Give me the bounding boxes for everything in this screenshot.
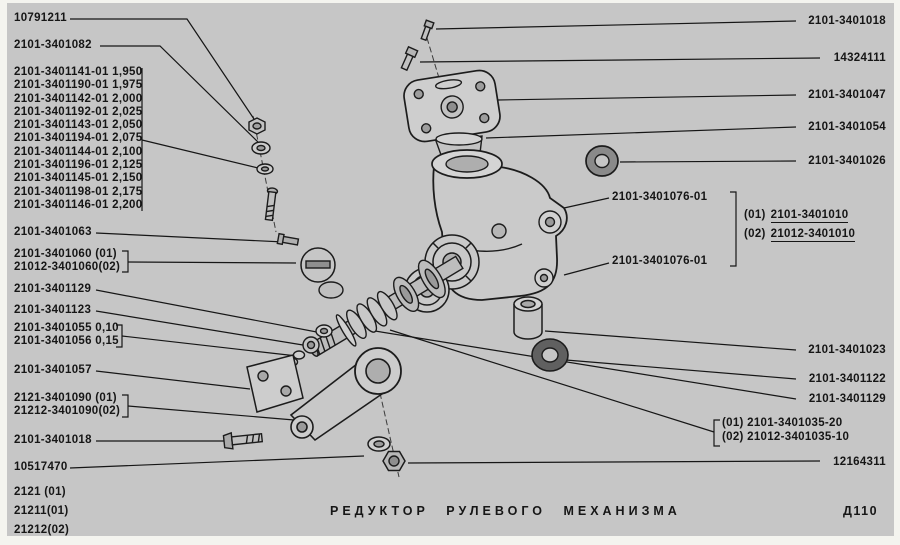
part-label: 2101-3401054 [808, 121, 886, 133]
part-label: 2101-3401122 [808, 373, 886, 385]
shim-size-table: 2101-3401141-01 1,950 2101-3401190-01 1,… [14, 66, 142, 212]
model-note: 21212(02) [14, 524, 70, 536]
needle-bearing [302, 336, 320, 354]
part-label: 10791211 [14, 12, 67, 24]
adjusting-screw [264, 187, 279, 222]
worm-adjuster [300, 247, 344, 299]
model-note: 2121 (01) [14, 486, 66, 498]
part-label: 2101-3401047 [808, 89, 886, 101]
shim-row: 2101-3401190-01 1,975 [14, 79, 143, 92]
lock-washer [251, 141, 271, 155]
part-label: 21012-3401060(02) [14, 261, 121, 273]
leader-lines [69, 18, 821, 469]
part-label: 2101-3401063 [14, 226, 92, 238]
arm-bolt [222, 431, 264, 450]
part-label: 2101-3401018 [808, 15, 886, 27]
part-label: 2101-3401026 [808, 155, 886, 167]
part-label: 2101-3401082 [14, 39, 92, 51]
part-label: 2101-3401129 [808, 393, 886, 405]
part-label: 10517470 [14, 461, 68, 473]
shim-row: 2101-3401146-01 2,200 [14, 198, 143, 211]
side-cover-gasket [246, 354, 304, 413]
locknut [248, 117, 266, 135]
part-label: 21212-3401090(02) [14, 405, 121, 417]
gear-variant-row: (02) 21012-3401010 [744, 228, 856, 242]
part-label: 2101-3401018 [14, 434, 92, 446]
shim-row: 2101-3401145-01 2,150 [14, 172, 143, 185]
gear-variant-row: (01) 2101-3401010 [744, 209, 849, 223]
variant-number: 2101-3401010 [770, 209, 849, 223]
drawing-title: РЕДУКТОР РУЛЕВОГО МЕХАНИЗМА [330, 504, 681, 518]
part-label: 2101-3401123 [14, 304, 92, 316]
part-label: 2101-3401056 0,15 [14, 335, 119, 347]
shaft-variant-row: (02) 21012-3401035-10 [722, 431, 850, 443]
adjusting-shim [256, 163, 274, 175]
spring-washer [367, 436, 391, 452]
shim-row: 2101-3401196-01 2,125 [14, 159, 143, 172]
part-label: 2101-3401129 [14, 283, 92, 295]
arm-nut [382, 450, 406, 472]
shim-row: 2101-3401198-01 2,175 [14, 185, 143, 198]
drop-arm [289, 347, 402, 442]
shim-row: 2101-3401144-01 2,100 [14, 145, 143, 158]
shim-row: 2101-3401141-01 1,950 [14, 66, 143, 78]
shim-row: 2101-3401143-01 2,050 [14, 119, 143, 132]
part-label: 14324111 [833, 52, 886, 64]
part-label: 2101-3401055 0,10 [14, 322, 119, 334]
variant-prefix: (02) [744, 228, 766, 240]
bushing [513, 296, 543, 340]
part-label: 2101-3401076-01 [612, 191, 708, 203]
part-label: 2101-3401057 [14, 364, 92, 376]
spring-washer-bolt [400, 45, 419, 72]
shim-row: 2101-3401194-01 2,075 [14, 132, 143, 145]
part-label: 2101-3401023 [808, 344, 886, 356]
lower-seal [531, 338, 569, 372]
variant-number: 21012-3401010 [770, 228, 856, 242]
model-note: 21211(01) [14, 505, 69, 517]
cover-bolt [420, 19, 435, 42]
seal-ring [585, 145, 619, 177]
part-label: 2121-3401090 (01) [14, 392, 117, 404]
top-cover [403, 69, 501, 143]
parts [222, 19, 619, 472]
shim-row: 2101-3401142-01 2,000 [14, 92, 143, 105]
part-label: 2101-3401060 (01) [14, 248, 117, 260]
thrust-washer [315, 324, 333, 338]
sheet-code: Д110 [843, 504, 879, 518]
part-label: 2101-3401076-01 [612, 255, 708, 267]
part-label: 12164311 [833, 456, 886, 468]
shim-row: 2101-3401192-01 2,025 [14, 105, 143, 118]
shaft-variant-row: (01) 2101-3401035-20 [722, 417, 843, 429]
variant-prefix: (01) [744, 209, 766, 221]
adjuster-bolt [276, 232, 300, 246]
